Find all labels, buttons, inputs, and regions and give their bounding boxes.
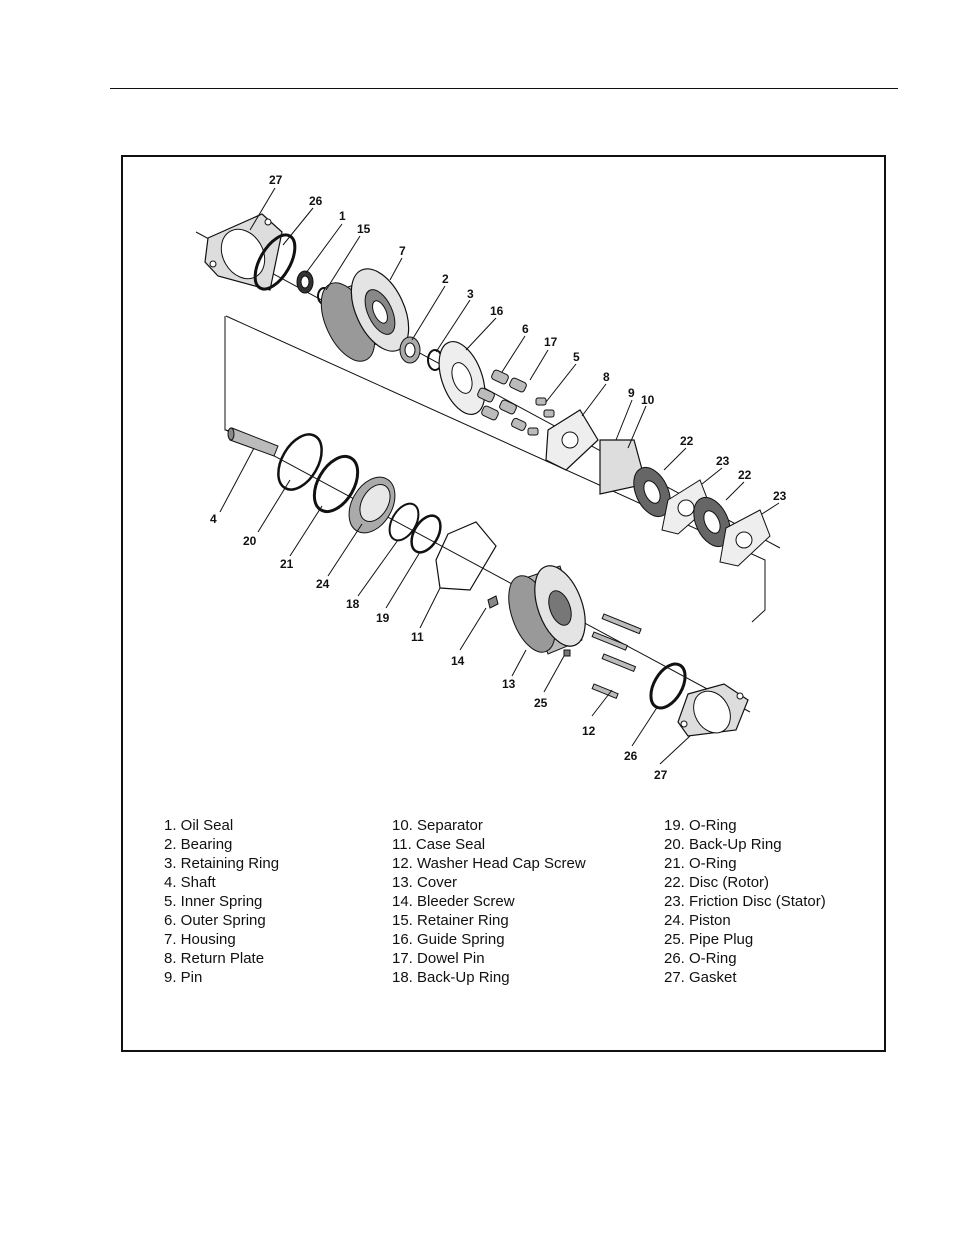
friction-disc-1 bbox=[661, 479, 711, 535]
callout-26-upper: 26 bbox=[309, 194, 323, 208]
header-rule bbox=[110, 88, 898, 89]
pipe-plug bbox=[563, 649, 571, 657]
callout-11: 11 bbox=[411, 630, 424, 644]
callout-19: 19 bbox=[376, 611, 390, 625]
legend-item: 9. Pin bbox=[164, 969, 203, 986]
callout-8: 8 bbox=[603, 370, 610, 384]
legend-item: 6. Outer Spring bbox=[164, 912, 266, 929]
legend-item: 1. Oil Seal bbox=[164, 817, 234, 834]
callout-27-lower: 27 bbox=[654, 768, 668, 782]
callout-13: 13 bbox=[502, 677, 516, 691]
legend-column-2: 10. Separator 11. Case Seal 12. Washer H… bbox=[392, 816, 586, 987]
legend-item: 7. Housing bbox=[164, 931, 236, 948]
callout-5: 5 bbox=[573, 350, 580, 364]
legend-item: 10. Separator bbox=[392, 817, 483, 834]
guide-spring bbox=[438, 341, 486, 415]
callout-numbers: 27 26 1 15 7 2 3 16 6 17 5 8 9 10 22 23 … bbox=[210, 173, 787, 782]
legend-item: 4. Shaft bbox=[164, 874, 216, 891]
legend-item: 12. Washer Head Cap Screw bbox=[392, 855, 586, 872]
legend-item: 13. Cover bbox=[392, 874, 458, 891]
callout-22-second: 22 bbox=[738, 468, 752, 482]
springs bbox=[477, 369, 555, 436]
gasket-upper bbox=[204, 213, 283, 291]
legend-item: 11. Case Seal bbox=[392, 836, 486, 853]
return-plate bbox=[545, 409, 599, 471]
shaft bbox=[227, 427, 279, 457]
disc-rotor-2 bbox=[693, 496, 731, 548]
legend-item: 14. Bleeder Screw bbox=[392, 893, 515, 910]
legend-item: 17. Dowel Pin bbox=[392, 950, 485, 967]
callout-17: 17 bbox=[544, 335, 558, 349]
callout-2: 2 bbox=[442, 272, 449, 286]
callout-4: 4 bbox=[210, 512, 217, 526]
legend-item: 27. Gasket bbox=[664, 969, 737, 986]
disc-rotor-1 bbox=[633, 466, 671, 518]
legend-item: 20. Back-Up Ring bbox=[664, 836, 782, 853]
callout-21: 21 bbox=[280, 557, 294, 571]
callout-23-first: 23 bbox=[716, 454, 730, 468]
case-seal bbox=[435, 521, 497, 591]
callout-25: 25 bbox=[534, 696, 548, 710]
callout-6: 6 bbox=[522, 322, 529, 336]
callout-18: 18 bbox=[346, 597, 360, 611]
o-ring-21 bbox=[312, 455, 360, 513]
back-up-ring-20 bbox=[277, 433, 323, 491]
callout-14: 14 bbox=[451, 654, 465, 668]
bearing bbox=[399, 336, 421, 364]
callout-22-first: 22 bbox=[680, 434, 694, 448]
legend-column-1: 1. Oil Seal 2. Bearing 3. Retaining Ring… bbox=[164, 816, 279, 987]
callout-1: 1 bbox=[339, 209, 346, 223]
oil-seal bbox=[296, 270, 314, 294]
callout-26-lower: 26 bbox=[624, 749, 638, 763]
gasket-lower bbox=[677, 683, 749, 737]
callout-24: 24 bbox=[316, 577, 330, 591]
legend-column-3: 19. O-Ring 20. Back-Up Ring 21. O-Ring 2… bbox=[664, 816, 826, 987]
callout-20: 20 bbox=[243, 534, 257, 548]
legend-item: 24. Piston bbox=[664, 912, 731, 929]
shaft-bracket-line bbox=[224, 316, 237, 433]
legend-item: 25. Pipe Plug bbox=[664, 931, 754, 948]
figure-frame bbox=[121, 155, 886, 1052]
disc-bracket-line bbox=[225, 315, 766, 623]
legend-item: 3. Retaining Ring bbox=[164, 855, 280, 872]
legend-item: 18. Back-Up Ring bbox=[392, 969, 510, 986]
housing bbox=[320, 268, 410, 362]
legend-item: 19. O-Ring bbox=[664, 817, 737, 834]
callout-23-second: 23 bbox=[773, 489, 787, 503]
legend-item: 15. Retainer Ring bbox=[392, 912, 509, 929]
legend-item: 23. Friction Disc (Stator) bbox=[664, 893, 826, 910]
lower-axis-line bbox=[225, 429, 751, 713]
legend-item: 21. O-Ring bbox=[664, 855, 737, 872]
piston bbox=[348, 476, 396, 534]
callout-15: 15 bbox=[357, 222, 371, 236]
callout-7: 7 bbox=[399, 244, 406, 258]
callout-16: 16 bbox=[490, 304, 504, 318]
cap-screws bbox=[591, 613, 642, 700]
o-ring-26-lower bbox=[649, 662, 687, 710]
legend-item: 2. Bearing bbox=[164, 836, 233, 853]
callout-12: 12 bbox=[582, 724, 596, 738]
callout-27-upper: 27 bbox=[269, 173, 283, 187]
legend-item: 5. Inner Spring bbox=[164, 893, 263, 910]
callout-10: 10 bbox=[641, 393, 655, 407]
leader-lines bbox=[219, 187, 780, 765]
legend-item: 22. Disc (Rotor) bbox=[664, 874, 770, 891]
friction-disc-2 bbox=[719, 509, 771, 567]
callout-9: 9 bbox=[628, 386, 635, 400]
cover bbox=[508, 565, 586, 655]
legend-item: 8. Return Plate bbox=[164, 950, 265, 967]
legend-item: 26. O-Ring bbox=[664, 950, 737, 967]
bleeder-screw bbox=[487, 595, 499, 609]
legend-item: 16. Guide Spring bbox=[392, 931, 505, 948]
o-ring-19 bbox=[410, 514, 442, 554]
callout-3: 3 bbox=[467, 287, 474, 301]
